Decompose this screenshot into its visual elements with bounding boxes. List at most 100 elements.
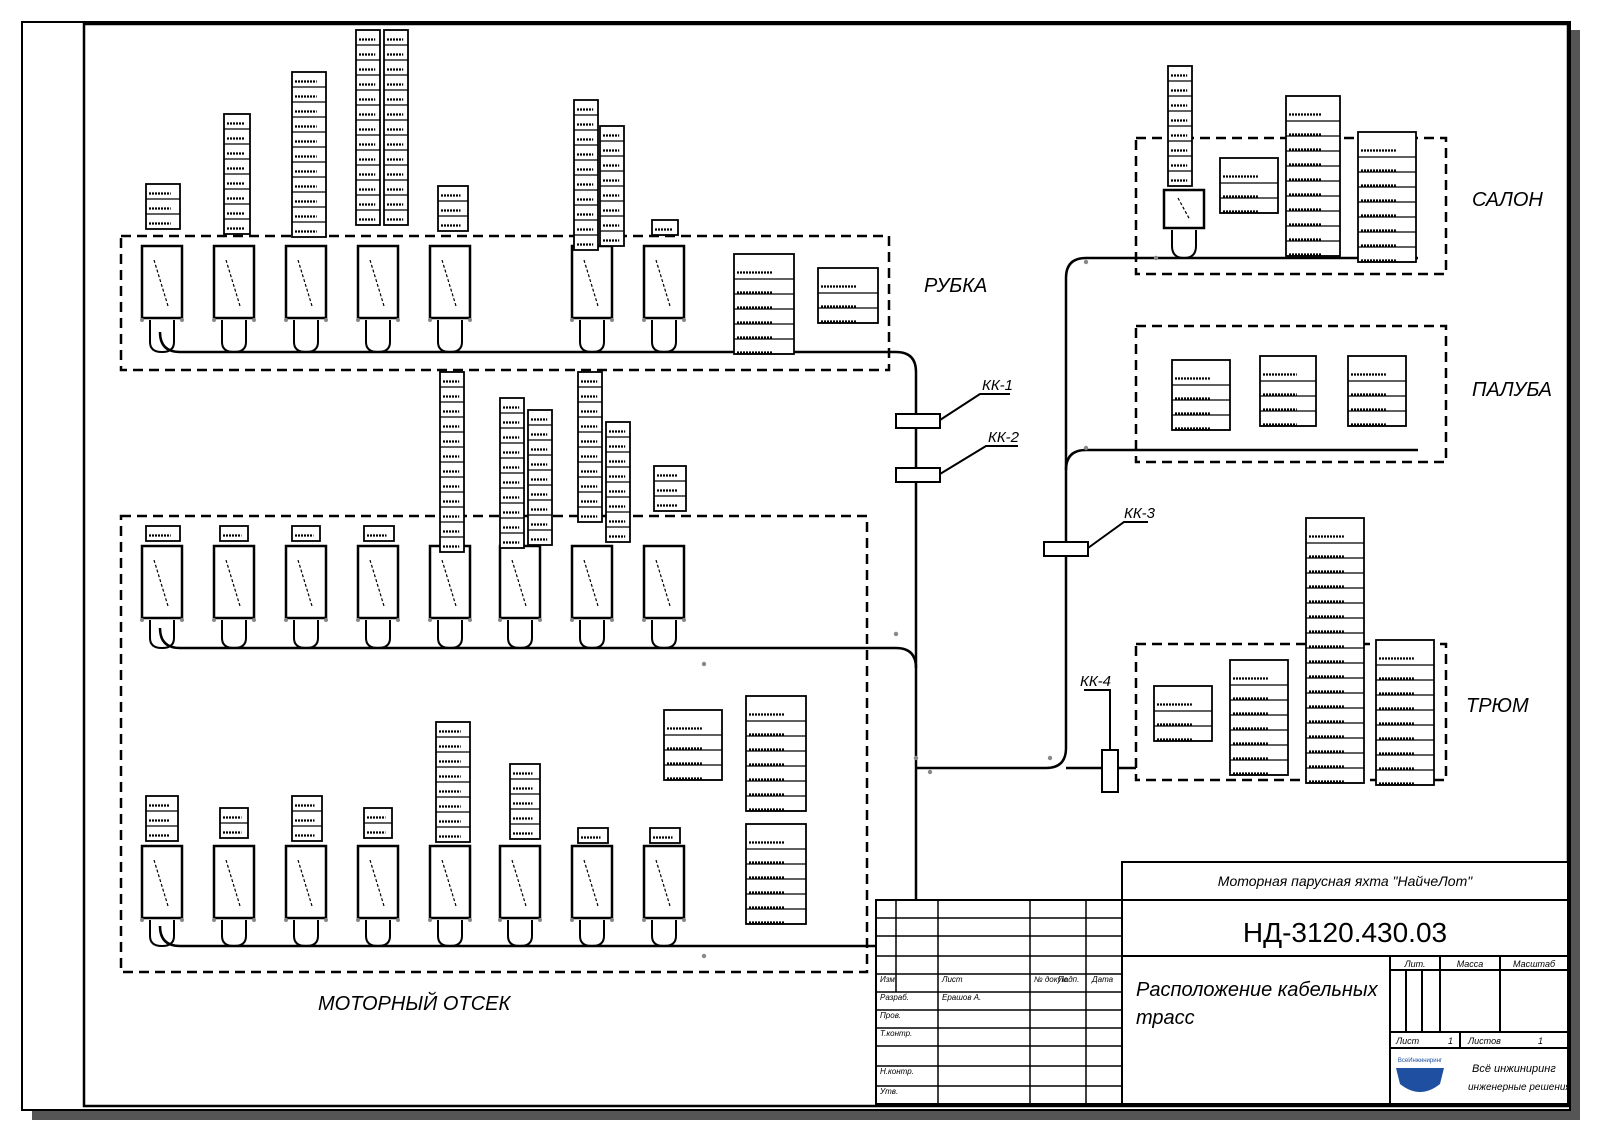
device [1162,188,1206,260]
title-block-cell: Пров. [880,1011,901,1020]
title-block [875,861,1569,1105]
consumer-table [363,807,393,839]
consumer-table [577,371,603,523]
logo-emblem-icon [1396,1068,1444,1092]
col-stage: Лит. [1403,959,1425,969]
zone-boxes [119,136,1448,974]
device [570,844,614,948]
title-block-text: Моторная парусная яхта "НайчеЛот" НД-312… [1136,873,1571,1093]
device [284,544,328,650]
zone-box-trum [1134,642,1448,782]
device [140,544,184,650]
title-block-cell: Изм. [880,975,897,984]
title-block-cell: № докум. [1034,975,1069,984]
right-trunk-lower [916,448,1418,770]
consumer-table [599,125,625,247]
device [428,844,472,948]
consumer-table [663,709,723,781]
consumer-table [439,371,465,553]
junction-box-kk1 [895,413,941,429]
junction-box-kk2 [895,467,941,483]
zone-label-trum: ТРЮМ [1466,695,1529,717]
consumer-table [435,721,471,843]
document-number: НД-3120.430.03 [1243,917,1447,948]
cable-routes [158,256,1418,948]
leader-kk1 [939,393,1010,421]
device [212,844,256,948]
title-block-cell: Дата [1091,975,1114,984]
device [428,544,472,650]
junction-label-kk2: КК-2 [988,429,1020,446]
title-block-cell: Подп. [1058,975,1079,984]
device [212,244,256,354]
zone-box-rubka [119,234,891,372]
consumer-table [1305,517,1365,784]
consumer-table [1347,355,1407,427]
node-dot [913,755,919,761]
title-block-cell: Утв. [879,1087,898,1096]
device [570,544,614,650]
consumer-table [291,795,323,842]
sheets-value: 1 [1538,1036,1543,1046]
junction-box-kk4 [1101,749,1119,793]
company-line1: Всё инжиниринг [1472,1063,1556,1075]
consumer-table [573,99,599,251]
node-dot [701,661,707,667]
consumer-table [223,113,251,235]
device [356,244,400,354]
consumer-table [1219,157,1279,214]
consumer-table [745,823,807,925]
right-trunk-upper [1064,256,1418,470]
consumer-table [527,409,553,546]
device [570,244,614,354]
title-block-cell: Разраб. [880,993,909,1002]
consumer-table [649,827,681,844]
consumer-table [355,29,381,226]
consumer-table [291,71,327,238]
company-logo: ВсеИнжиниринг [1396,1058,1444,1092]
consumer-table [1357,131,1417,263]
inner-frame [82,22,1570,1108]
junction-label-kk1: КК-1 [982,377,1013,394]
zone-label-motor: МОТОРНЫЙ ОТСЕК [318,992,511,1015]
device [642,844,686,948]
zone-label-salon: САЛОН [1472,189,1543,211]
consumer-tables [145,29,1435,925]
zone-label-paluba: ПАЛУБА [1472,379,1552,401]
leader-kk2 [939,445,1018,475]
node-dot [1153,255,1159,261]
company-line2: инженерные решения [1468,1082,1571,1093]
junction-boxes [895,393,1148,793]
node-dot [1083,445,1089,451]
consumer-table [605,421,631,543]
leader-kk4 [1084,689,1111,750]
main-trunk [158,331,918,948]
consumer-table [653,465,687,512]
title-organization: Моторная парусная яхта "НайчеЛот" [1218,873,1473,889]
node-dot [1047,755,1053,761]
device [140,844,184,948]
consumer-table [499,397,525,549]
consumer-table [145,525,181,542]
col-scale: Масштаб [1513,959,1556,969]
device [642,544,686,650]
consumer-table [1259,355,1317,427]
device [642,244,686,354]
consumer-table [437,185,469,232]
device [498,844,542,948]
device [284,244,328,354]
title-block-cell: Ерашов А. [942,993,981,1002]
consumer-table [383,29,409,226]
device [140,244,184,354]
consumer-table [1375,639,1435,786]
consumer-table [145,795,179,842]
consumer-table [219,807,249,839]
zone-box-salon [1134,136,1448,276]
consumer-table [817,267,879,324]
title-block-cell: Лист [941,975,963,984]
title-block-outer [875,899,1569,1105]
junction-label-kk3: КК-3 [1124,505,1156,522]
title-block-cell: Т.контр. [880,1029,912,1038]
